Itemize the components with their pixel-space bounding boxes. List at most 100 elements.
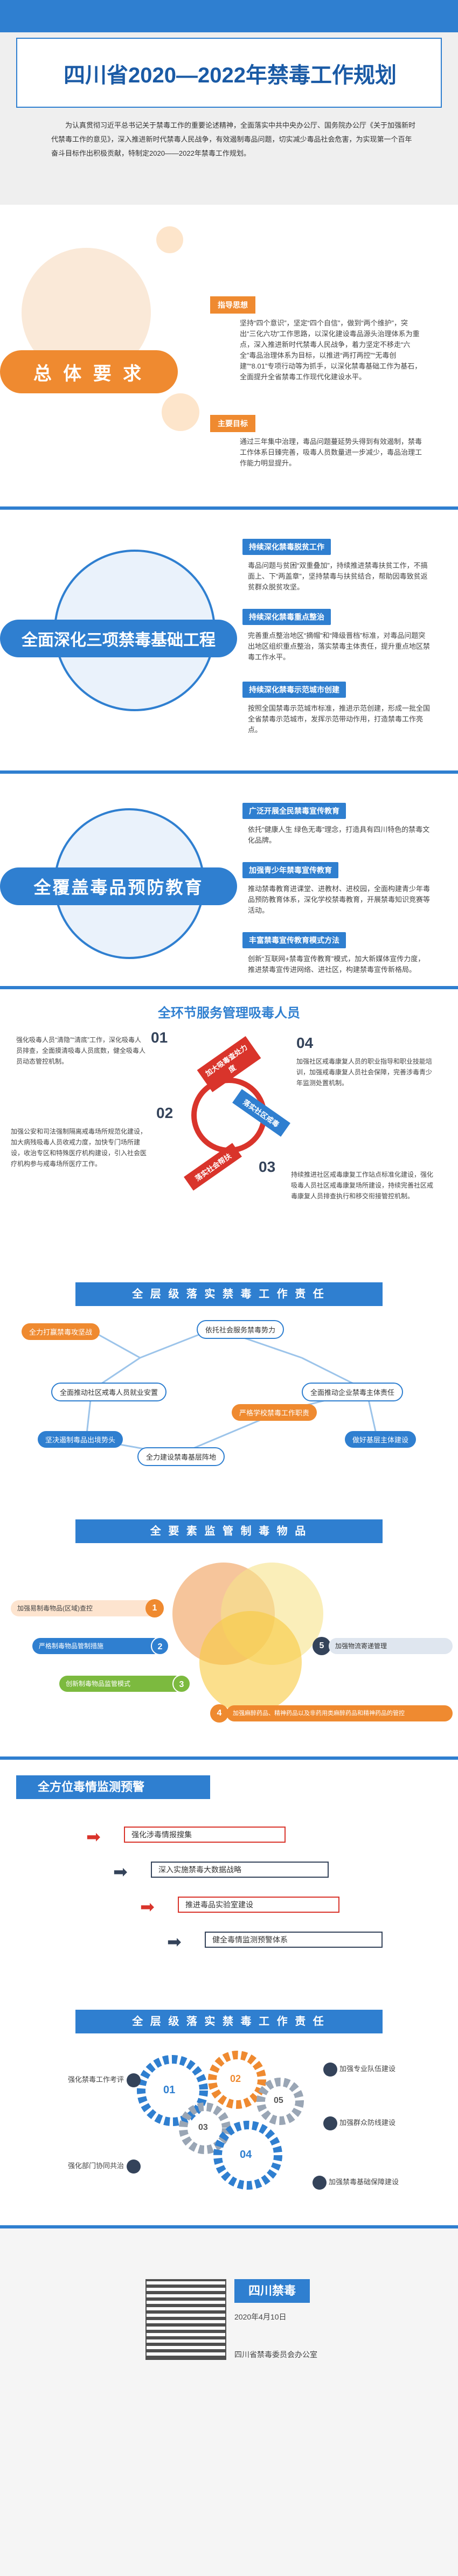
network-node: 全面推动社区戒毒人员就业安置 <box>51 1383 167 1401</box>
precursor-item: 加强麻醉药品、精神药品以及非药用类麻醉药品和精神药品的管控 <box>226 1705 453 1721</box>
section-label: 总 体 要 求 <box>0 350 178 393</box>
user-icon <box>323 2063 337 2077</box>
step-text: 加强公安和司法强制隔离戒毒场所规范化建设，加大病残吸毒人员收戒力度，加快专门场所… <box>11 1128 147 1168</box>
item-number: 4 <box>210 1704 228 1723</box>
network-node: 做好基层主体建设 <box>345 1431 417 1448</box>
section-precursor-control: 全 要 素 监 管 制 毒 物 品 加强易制毒物品(区域)查控 1 严格制毒物品… <box>0 1514 458 1740</box>
divider <box>0 2225 458 2228</box>
step-number: 02 <box>156 1105 174 1121</box>
footer-office: 四川省禁毒委员会办公室 <box>234 2350 317 2359</box>
step-text: 加强社区戒毒康复人员的职业指导和职业技能培训，加强戒毒康复人员社会保障，完善涉毒… <box>296 1058 433 1087</box>
arrow-right-icon: ➡ <box>86 1827 101 1846</box>
divider <box>0 1756 458 1760</box>
section-drug-user-management: 全环节服务管理吸毒人员 加大吸毒查处力度 落实社区戒毒 落实社会帮扶 01 强化… <box>0 986 458 1266</box>
network-node: 全力建设禁毒基层阵地 <box>137 1447 225 1466</box>
divider <box>0 506 458 510</box>
gear-number: 04 <box>240 2149 252 2161</box>
arrow-right-icon: ➡ <box>140 1897 155 1917</box>
item-text: 推动禁毒教育进课堂、进教材、进校园，全面构建青少年毒品预防教育体系，深化学校禁毒… <box>248 885 431 914</box>
item-title: 主要目标 <box>210 415 255 432</box>
gear-number: 05 <box>274 2096 283 2105</box>
network-node: 全面推动企业禁毒主体责任 <box>302 1383 404 1401</box>
item-title: 持续深化禁毒脱贫工作 <box>242 539 331 555</box>
gear-number: 01 <box>163 2084 176 2096</box>
center-label-c: 落实社会帮扶 <box>184 1143 242 1191</box>
network-node: 坚决遏制毒品出境势头 <box>38 1431 123 1448</box>
warning-item: 强化涉毒情报搜集 <box>124 1827 286 1843</box>
gear-label: 加强禁毒基础保障建设 <box>329 2178 399 2186</box>
step-text: 强化吸毒人员“清隐”“清底”工作，深化吸毒人员排查，全面摸清吸毒人员底数，健全吸… <box>16 1036 146 1065</box>
item-title: 加强青少年禁毒宣传教育 <box>242 862 338 878</box>
gears-graphic <box>137 2051 304 2190</box>
warning-item: 深入实施禁毒大数据战略 <box>151 1862 329 1878</box>
section-responsibility-network: 全 层 级 落 实 禁 毒 工 作 责 任 全力打赢禁毒攻坚战 依托社会服务禁毒… <box>0 1277 458 1509</box>
gear-label: 强化部门协同共治 <box>67 2162 124 2170</box>
item-number: 5 <box>313 1637 331 1655</box>
section-gear-responsibility: 全 层 级 落 实 禁 毒 工 作 责 任 01 02 03 04 05 强化禁… <box>0 2004 458 2231</box>
network-node: 全力打赢禁毒攻坚战 <box>22 1323 100 1340</box>
item-number: 3 <box>172 1675 191 1693</box>
section-label: 全覆盖毒品预防教育 <box>0 867 237 905</box>
item-text: 依托“健康人生 绿色无毒”理念，打造具有四川特色的禁毒文化品牌。 <box>248 825 430 844</box>
title-box: 四川省2020—2022年禁毒工作规划 <box>16 38 442 108</box>
warning-item: 健全毒情监测预警体系 <box>205 1932 383 1948</box>
item-title: 持续深化禁毒示范城市创建 <box>242 682 346 698</box>
item-title: 指导思想 <box>210 296 255 314</box>
item-text: 毒品问题与贫困“双重叠加”，持续推进禁毒扶贫工作，不搞面上、下“两盖章”，坚持禁… <box>248 561 428 591</box>
user-icon <box>323 2116 337 2130</box>
section-basic-projects: 全面深化三项禁毒基础工程 持续深化禁毒脱贫工作 毒品问题与贫困“双重叠加”，持续… <box>0 506 458 760</box>
item-number: 2 <box>151 1637 169 1655</box>
item-text: 通过三年集中治理，毒品问题蔓延势头得到有效遏制，禁毒工作体系日臻完善，吸毒人员数… <box>240 438 422 467</box>
item-text: 坚持“四个意识”，坚定“四个自信”，做到“两个维护”，突出“三化六功”工作思路，… <box>240 319 422 381</box>
item-text: 按照全国禁毒示范城市标准，推进示范创建，形成一批全国全省禁毒示范城市，发挥示范带… <box>248 704 431 734</box>
user-icon <box>127 2160 141 2174</box>
section-overall-requirements: 总 体 要 求 指导思想 坚持“四个意识”，坚定“四个自信”，做到“两个维护”，… <box>0 216 458 469</box>
section-banner: 全 要 素 监 管 制 毒 物 品 <box>75 1519 383 1543</box>
section-monitoring-warning: 全方位毒情监测预警 ➡ 强化涉毒情报搜集 ➡ 深入实施禁毒大数据战略 ➡ 推进毒… <box>0 1756 458 1999</box>
gear-number: 03 <box>198 2123 208 2132</box>
user-icon <box>313 2176 327 2190</box>
network-node: 严格学校禁毒工作职责 <box>232 1404 317 1421</box>
section-banner: 全 层 级 落 实 禁 毒 工 作 责 任 <box>75 2010 383 2033</box>
section-prevention-education: 全覆盖毒品预防教育 广泛开展全民禁毒宣传教育 依托“健康人生 绿色无毒”理念，打… <box>0 770 458 997</box>
gear-label: 加强专业队伍建设 <box>339 2065 396 2073</box>
page-title: 四川省2020—2022年禁毒工作规划 <box>64 64 397 87</box>
network-node: 依托社会服务禁毒势力 <box>197 1320 284 1339</box>
step-number: 01 <box>151 1029 168 1046</box>
item-text: 完善重点整治地区“摘帽”和“降级晋档”标准，对毒品问题突出地区组织重点整治，落实… <box>248 631 431 661</box>
step-number: 04 <box>296 1034 314 1051</box>
decor-circle-small <box>156 226 183 253</box>
decor-circle-small <box>162 393 199 431</box>
precursor-item: 创新制毒物品监管模式 <box>59 1676 183 1692</box>
precursor-item: 加强物流寄递管理 <box>329 1638 453 1654</box>
section-title: 全环节服务管理吸毒人员 <box>158 1006 300 1020</box>
gear-label: 强化禁毒工作考评 <box>67 2075 124 2084</box>
item-title: 广泛开展全民禁毒宣传教育 <box>242 803 346 819</box>
arrow-right-icon: ➡ <box>167 1932 182 1952</box>
step-number: 03 <box>259 1158 276 1175</box>
gear-number: 02 <box>230 2073 241 2084</box>
precursor-item: 严格制毒物品管制措施 <box>32 1638 162 1654</box>
footer-date: 2020年4月10日 <box>234 2313 287 2321</box>
divider <box>0 770 458 774</box>
section-banner: 全 层 级 落 实 禁 毒 工 作 责 任 <box>75 1282 383 1306</box>
item-title: 持续深化禁毒重点整治 <box>242 609 331 625</box>
divider <box>0 986 458 989</box>
footer-section: 四川禁毒 2020年4月10日 四川省禁毒委员会办公室 <box>0 2225 458 2576</box>
gear-label: 加强群众防线建设 <box>339 2119 396 2127</box>
intro-paragraph: 为认真贯彻习近平总书记关于禁毒工作的重要论述精神，全面落实中共中央办公厅、国务院… <box>51 121 416 157</box>
arrow-right-icon: ➡ <box>113 1862 128 1881</box>
warning-item: 推进毒品实验室建设 <box>178 1897 339 1913</box>
precursor-item: 加强易制毒物品(区域)查控 <box>11 1600 162 1616</box>
section-label: 全面深化三项禁毒基础工程 <box>0 620 237 657</box>
item-title: 丰富禁毒宣传教育模式方法 <box>242 932 346 948</box>
user-icon <box>127 2073 141 2087</box>
section-banner: 全方位毒情监测预警 <box>16 1775 210 1799</box>
footer-org: 四川禁毒 <box>234 2279 310 2303</box>
item-number: 1 <box>145 1599 164 1617</box>
venn-circle <box>199 1611 302 1713</box>
header-section: 四川省2020—2022年禁毒工作规划 为认真贯彻习近平总书记关于禁毒工作的重要… <box>0 0 458 205</box>
qr-code[interactable] <box>145 2279 226 2360</box>
step-text: 持续推进社区戒毒康复工作站点标准化建设，强化吸毒人员社区戒毒康复场所建设，持续完… <box>291 1171 434 1200</box>
item-text: 创新“互联网+禁毒宣传教育”模式，加大新媒体宣传力度，推进禁毒宣传进网络、进社区… <box>248 955 425 974</box>
